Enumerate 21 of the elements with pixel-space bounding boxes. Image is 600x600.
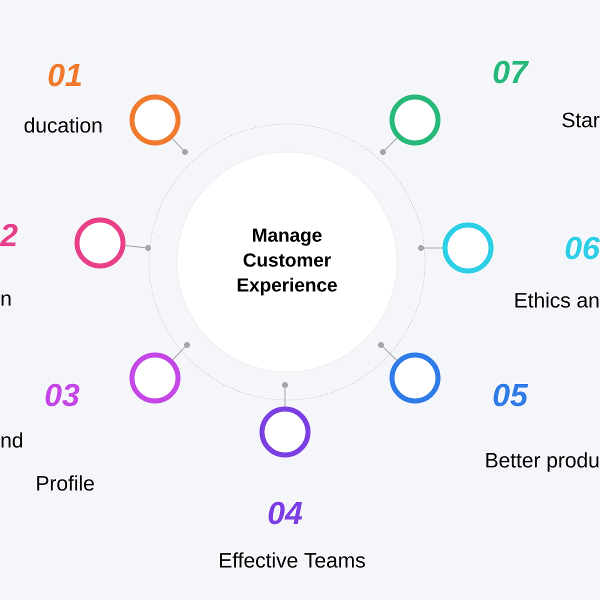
connector-line: [384, 138, 398, 150]
item-label: Star: [562, 112, 600, 128]
item-label: ducation: [24, 117, 102, 133]
number-label: 07: [494, 60, 529, 84]
item-label: nd: [2, 432, 22, 448]
number-label: 06: [566, 236, 600, 260]
item-label: n: [2, 294, 10, 306]
item-label: Effective Teams: [220, 552, 365, 568]
connector-line: [172, 346, 186, 360]
item-label: Profile: [37, 475, 94, 491]
item-label: Ethics an: [515, 292, 598, 308]
connector-line: [284, 388, 286, 407]
number-label: 05: [494, 384, 528, 406]
connector-line: [124, 245, 146, 248]
item-label: Better produ: [486, 452, 598, 472]
connector-line: [382, 346, 398, 361]
connector-line: [172, 138, 184, 150]
number-label: 04: [268, 502, 302, 524]
number-label: 03: [46, 384, 80, 406]
number-label: 2: [0, 224, 18, 246]
number-label: 01: [48, 64, 81, 86]
